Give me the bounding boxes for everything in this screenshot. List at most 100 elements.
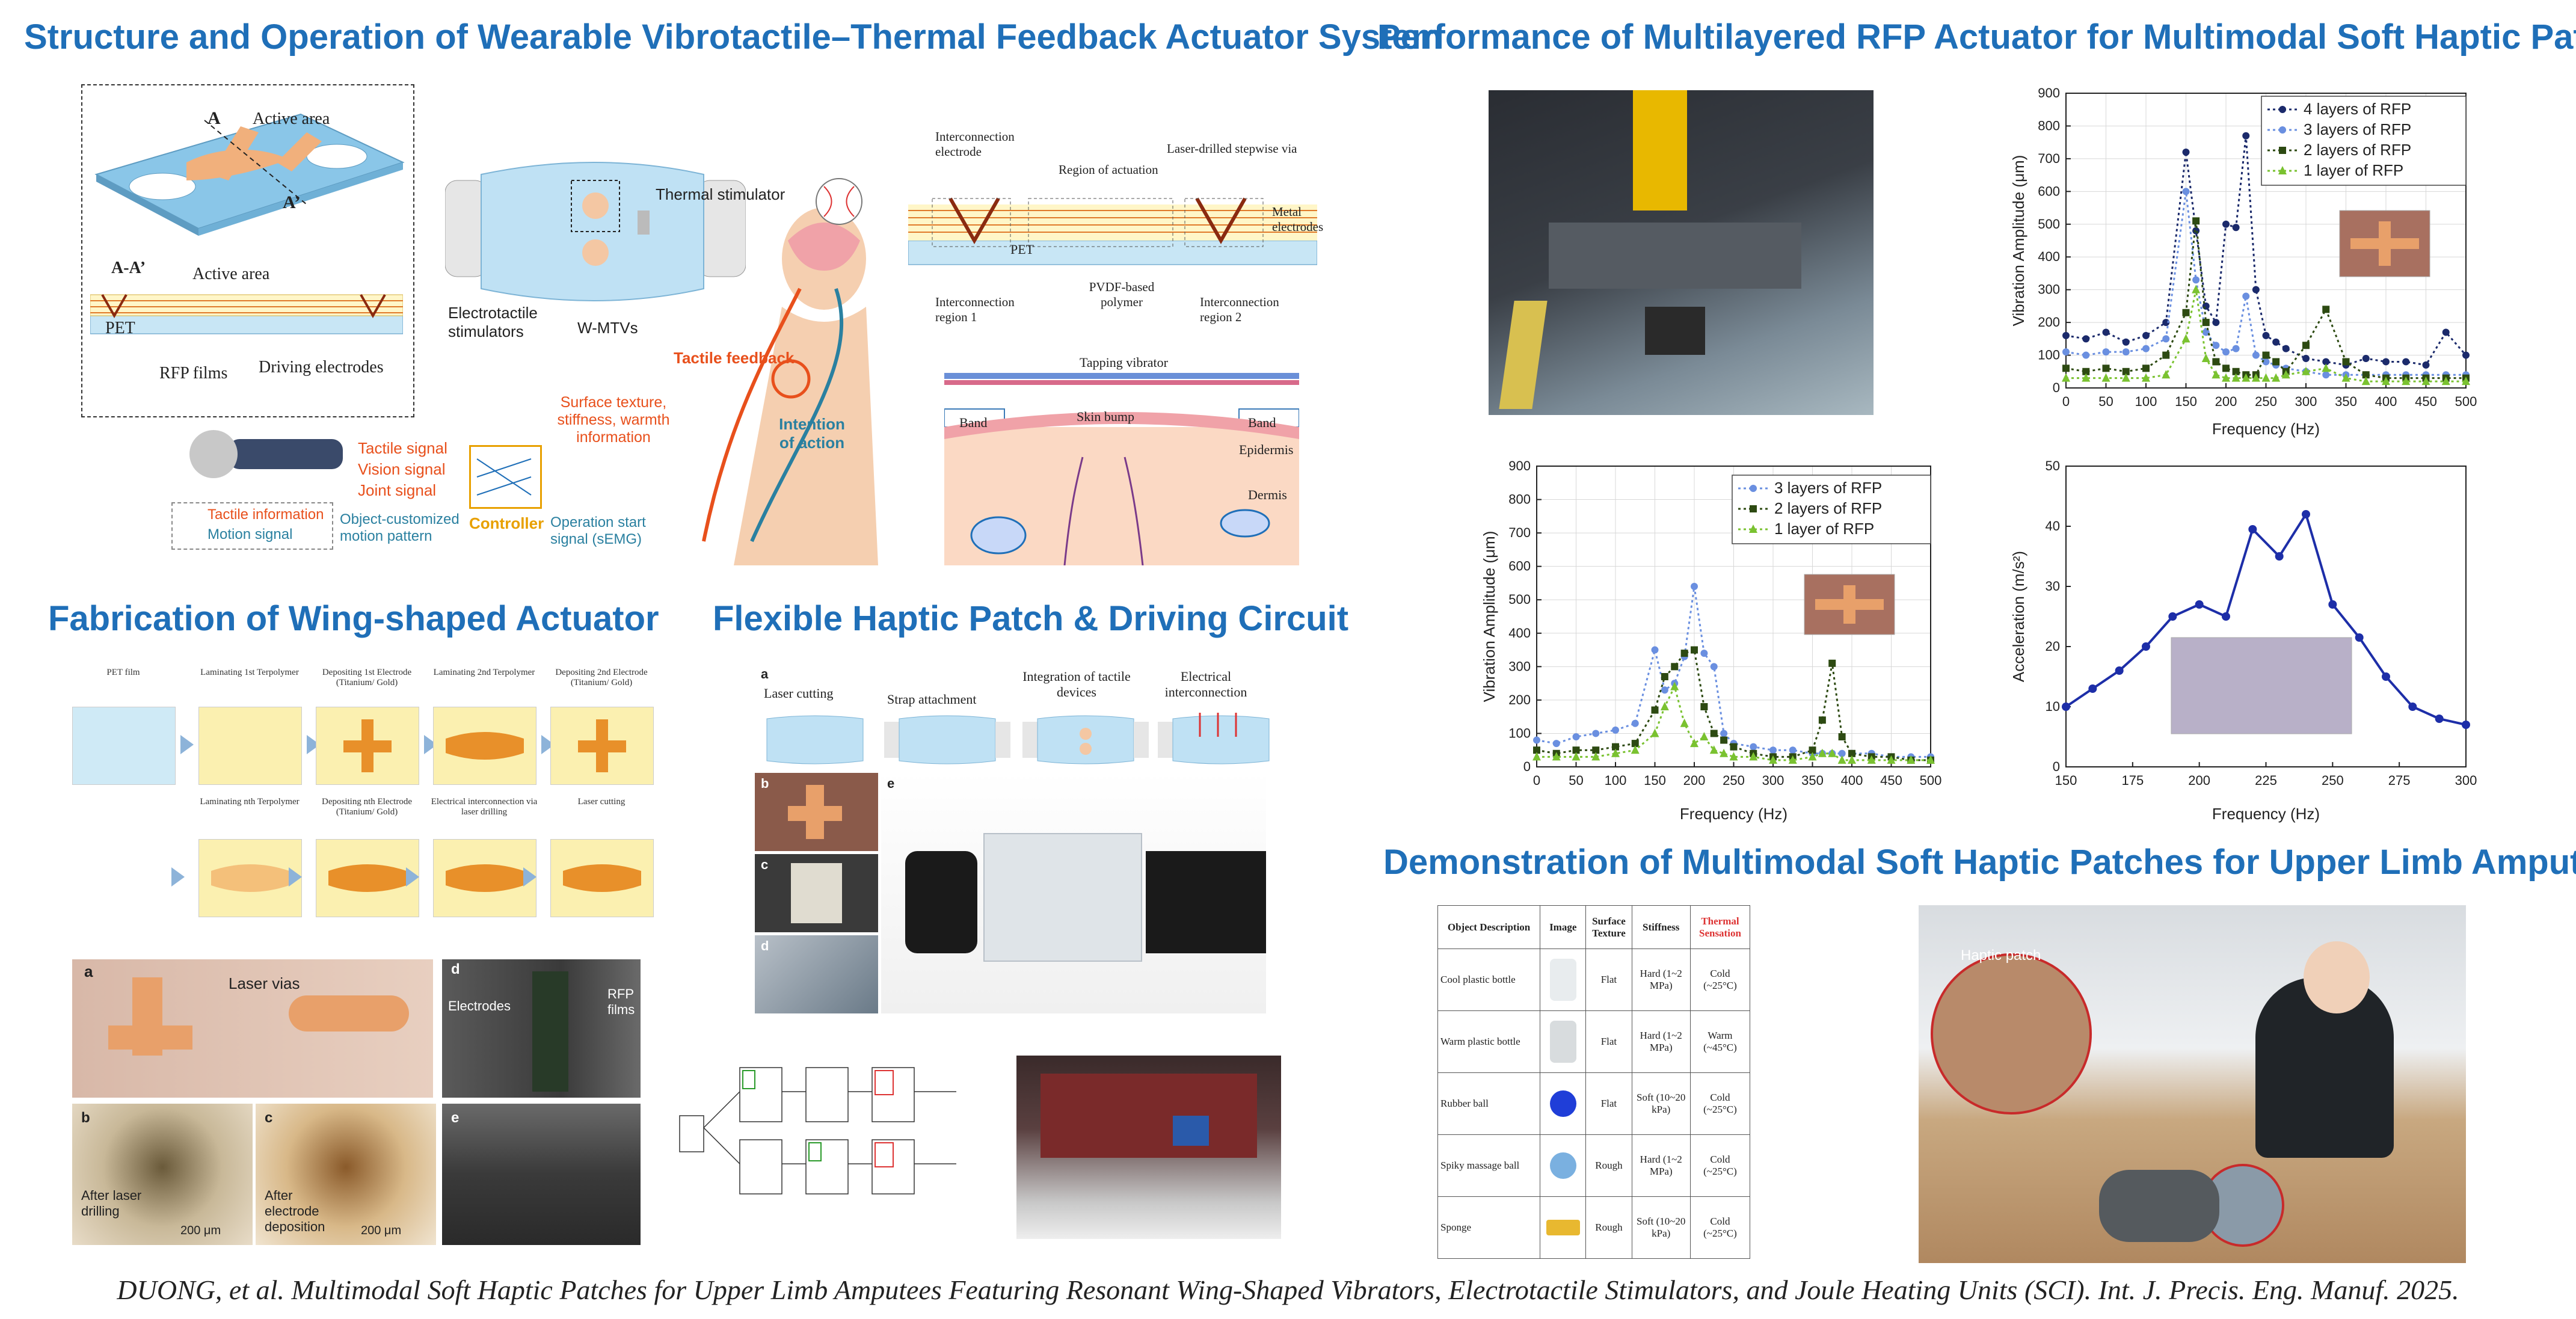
y-tick-label: 0: [2053, 380, 2060, 395]
data-point: [1867, 755, 1876, 764]
legend-label: 4 layers of RFP: [2304, 100, 2411, 118]
fab-photo-b: [72, 1104, 253, 1245]
table-cell: Rubber ball: [1437, 1072, 1541, 1135]
label-rfp-films: RFP films: [159, 364, 228, 383]
data-point: [2408, 703, 2417, 711]
flow-arrow: [289, 867, 302, 887]
inset-actuator: [2350, 238, 2419, 249]
label-vision-signal: Vision signal: [358, 460, 446, 478]
label-interconnection-region-1: Interconnection region 1: [935, 295, 1015, 324]
data-point: [2302, 355, 2310, 362]
table-cell-image: [1540, 1010, 1587, 1073]
object-thumbnail: [1549, 1152, 1576, 1179]
x-tick-label: 150: [2055, 773, 2077, 788]
data-point: [2355, 633, 2364, 642]
data-point: [2195, 600, 2204, 609]
data-point: [2201, 354, 2210, 362]
y-tick-label: 20: [2046, 639, 2060, 654]
flow-arrow: [523, 867, 536, 887]
label-metal-electrodes: Metal electrodes: [1272, 204, 1324, 234]
data-point: [2402, 377, 2411, 386]
fab-label-a: a: [84, 962, 93, 980]
fab-label-rfp-films: RFP films: [607, 986, 635, 1017]
table-cell: Flat: [1585, 949, 1632, 1011]
table-cell-image: [1540, 1072, 1587, 1135]
y-axis-label: Vibration Amplitude (μm): [2009, 155, 2027, 327]
label-motion-signal: Motion signal: [207, 526, 293, 543]
series-line: [2065, 511, 2467, 726]
label-dermis: Dermis: [1248, 487, 1287, 502]
data-point: [1691, 583, 1698, 590]
data-point: [1838, 733, 1846, 740]
label-band-left: Band: [959, 415, 988, 430]
y-tick-label: 300: [1508, 659, 1531, 674]
table-cell: Cold (~25°C): [1689, 949, 1751, 1011]
flow-step-caption: PET film: [106, 668, 140, 677]
cross-section-drawing: [90, 294, 403, 334]
label-controller: Controller: [469, 514, 544, 532]
data-point: [2435, 715, 2444, 723]
flex-label-e: e: [887, 776, 895, 791]
section-title-fabrication: Fabrication of Wing-shaped Actuator: [48, 599, 659, 638]
data-point: [2142, 345, 2150, 352]
label-interconnection-region-2: Interconnection region 2: [1200, 295, 1279, 324]
data-point: [1769, 746, 1777, 754]
data-point: [1671, 663, 1679, 671]
label-thermal-stimulator: Thermal stimulator: [656, 185, 785, 203]
y-tick-label: 500: [1508, 592, 1531, 607]
data-point: [1660, 702, 1669, 710]
data-point: [1533, 746, 1540, 754]
data-point: [1651, 646, 1659, 654]
data-point: [1700, 732, 1709, 740]
label-tactile-feedback: Tactile feedback: [674, 349, 795, 367]
data-point: [2182, 149, 2190, 156]
data-point: [2212, 370, 2221, 379]
label-joint-signal: Joint signal: [358, 481, 437, 499]
data-point: [1661, 686, 1668, 694]
fab-photo-d: [442, 959, 641, 1098]
x-tick-label: 100: [2135, 394, 2157, 409]
data-point: [2202, 328, 2210, 336]
fab-label-after-electrode: After electrode deposition: [265, 1188, 325, 1234]
data-point: [1749, 752, 1758, 761]
data-point: [1631, 719, 1639, 727]
data-point: [2142, 373, 2150, 382]
legend-label: 1 layer of RFP: [2304, 161, 2403, 179]
x-tick-label: 450: [2415, 394, 2437, 409]
x-tick-label: 300: [2455, 773, 2477, 788]
data-point: [2082, 335, 2090, 343]
data-point: [2232, 367, 2240, 375]
x-axis-label: Frequency (Hz): [2212, 420, 2320, 438]
data-point: [1887, 755, 1896, 764]
driving-circuit-schematic: [679, 1067, 956, 1194]
label-object-motion: Object-customized motion pattern: [340, 511, 460, 544]
data-point: [1818, 716, 1826, 724]
table-cell: Warm plastic bottle: [1437, 1010, 1541, 1073]
label-a-prime: A’: [283, 192, 301, 212]
section-title-structure: Structure and Operation of Wearable Vibr…: [24, 17, 1443, 57]
legend-marker: [2279, 126, 2286, 134]
legend-label: 3 layers of RFP: [2304, 120, 2411, 138]
label-operation-start: Operation start signal (sEMG): [550, 514, 646, 547]
flow-step-caption: Electrical interconnection via laser dri…: [431, 797, 538, 817]
data-point: [2222, 373, 2230, 382]
data-point: [1680, 718, 1689, 727]
table-cell: Spiky massage ball: [1437, 1134, 1541, 1197]
data-point: [2082, 373, 2091, 382]
data-point: [1809, 746, 1816, 754]
data-point: [1769, 755, 1777, 764]
data-point: [2322, 363, 2331, 372]
data-point: [1720, 730, 1728, 737]
data-point: [2192, 227, 2200, 235]
data-point: [2272, 358, 2280, 366]
flow-step-box: [316, 707, 419, 785]
table-cell: Hard (1~2 MPa): [1631, 949, 1691, 1011]
flow-step-box: [433, 707, 536, 785]
data-point: [2222, 348, 2230, 356]
controller-box: [469, 445, 542, 509]
y-tick-label: 600: [1508, 559, 1531, 574]
data-point: [2382, 672, 2390, 681]
